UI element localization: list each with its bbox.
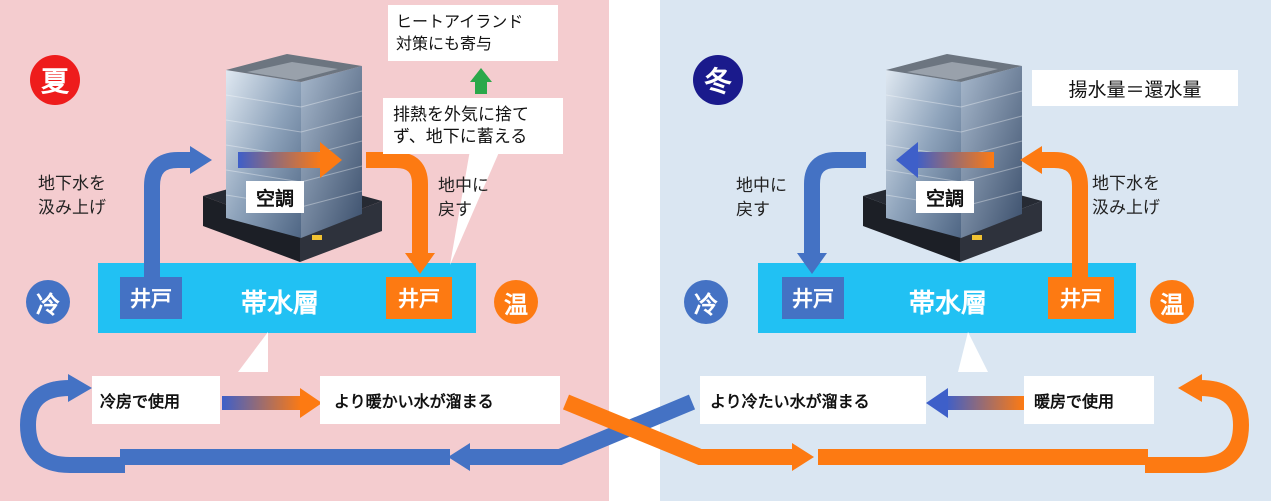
summer-return-arrow bbox=[366, 152, 428, 255]
summer-warm-badge: 温 bbox=[494, 280, 538, 324]
winter-use-label: 暖房で使用 bbox=[1024, 376, 1154, 424]
winter-balance-note: 揚水量＝還水量 bbox=[1032, 70, 1238, 106]
summer-pump-label: 地下水を 汲み上げ bbox=[38, 174, 106, 218]
summer-use-label: 冷房で使用 bbox=[92, 376, 220, 424]
summer-season-badge: 夏 bbox=[30, 55, 80, 105]
summer-green-up-arrow bbox=[475, 80, 487, 94]
winter-cold-well: 井戸 bbox=[782, 277, 844, 319]
summer-aquifer-label: 帯水層 bbox=[240, 289, 319, 319]
winter-pump-arrow bbox=[1040, 152, 1088, 283]
summer-warm-well: 井戸 bbox=[386, 277, 452, 319]
summer-heat-note: 排熱を外気に捨て ず、地下に蓄える bbox=[383, 98, 563, 154]
winter-loop-right-arrow bbox=[1145, 380, 1250, 473]
winter-warm-well: 井戸 bbox=[1048, 277, 1114, 319]
summer-cold-badge: 冷 bbox=[26, 280, 70, 324]
winter-strip-arrow bbox=[946, 396, 1024, 410]
summer-loop-left-arrow bbox=[19, 380, 125, 473]
winter-cold-badge: 冷 bbox=[684, 280, 728, 324]
winter-pump-label: 地下水を 汲み上げ bbox=[1092, 174, 1160, 218]
winter-aircon-flow-arrow bbox=[916, 152, 994, 168]
summer-to-winter-orange-arrow bbox=[562, 394, 792, 465]
winter-return-label: 地中に 戻す bbox=[736, 176, 787, 220]
winter-aquifer-label: 帯水層 bbox=[908, 289, 987, 319]
summer-pump-arrow bbox=[144, 152, 194, 283]
summer-aircon-flow-arrow bbox=[238, 152, 322, 168]
winter-season-badge: 冬 bbox=[693, 55, 743, 105]
summer-heat-island-note: ヒートアイランド 対策にも寄与 bbox=[388, 5, 558, 61]
winter-aircon-label: 空調 bbox=[916, 181, 974, 213]
winter-return-arrow bbox=[804, 152, 866, 255]
summer-return-label: 地中に 戻す bbox=[438, 176, 489, 220]
summer-cold-well: 井戸 bbox=[120, 277, 182, 319]
summer-strip-arrow bbox=[222, 396, 302, 410]
winter-to-summer-blue-arrow bbox=[470, 394, 696, 465]
winter-store-label: より冷たい水が溜まる bbox=[700, 376, 926, 424]
summer-aircon-label: 空調 bbox=[246, 181, 304, 213]
summer-store-label: より暖かい水が溜まる bbox=[320, 376, 560, 424]
winter-warm-badge: 温 bbox=[1150, 280, 1194, 324]
